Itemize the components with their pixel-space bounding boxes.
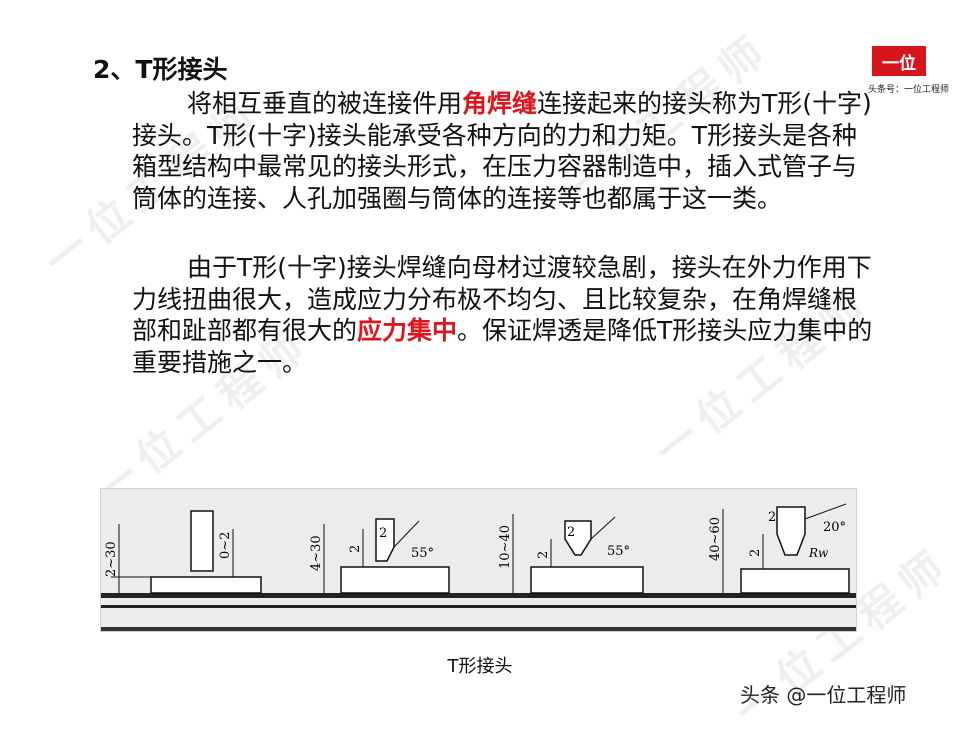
- paragraph-1-text-a: 将相互垂直的被连接件用: [187, 89, 463, 118]
- paragraph-2-text-a: 由于T形(十字)接头焊缝向母材过渡较急剧，接头在外力作用下力线扭曲很大，造成应力…: [132, 253, 872, 345]
- ground-band: [101, 605, 856, 608]
- joint-1: 2~30 0~2: [104, 510, 262, 594]
- dim-thickness-4: 40~60: [708, 517, 723, 561]
- base-plate: [740, 568, 850, 594]
- dim-thickness-1: 2~30: [104, 541, 119, 577]
- brand-logo-subtitle: 头条号：一位工程师: [868, 85, 950, 95]
- bevel-line: [804, 503, 847, 520]
- ground-band: [101, 593, 856, 598]
- dim-gap-1: 0~2: [218, 532, 233, 559]
- base-plate: [340, 566, 450, 594]
- base-plate: [150, 576, 262, 594]
- bevel-line: [393, 520, 420, 548]
- dim-gap-2: 2: [379, 526, 387, 541]
- dim-root-3: 2: [536, 551, 551, 559]
- joint-2: 4~30 2 2 55°: [309, 518, 450, 594]
- dim-thickness-2: 4~30: [309, 535, 324, 571]
- dim-root-2: 2: [348, 545, 363, 553]
- paragraph-2: 由于T形(十字)接头焊缝向母材过渡较急剧，接头在外力作用下力线扭曲很大，造成应力…: [132, 252, 877, 378]
- t-joint-figure: 2~30 0~2 4~30 2 2 55° 10~40 2 2 55°: [100, 488, 857, 632]
- web-plate: [190, 510, 214, 572]
- highlight-fillet-weld: 角焊缝: [462, 89, 538, 118]
- dim-gap-4: 2: [768, 510, 776, 525]
- footer-attribution: 头条 @一位工程师: [740, 683, 907, 707]
- paragraph-1-text-b: 连接起来的接头称为T形(十字)接头。T形(十字)接头能承受各种方向的力和力矩。T…: [132, 89, 872, 213]
- paragraph-1: 将相互垂直的被连接件用角焊缝连接起来的接头称为T形(十字)接头。T形(十字)接头…: [132, 88, 877, 214]
- joint-3: 10~40 2 2 55°: [498, 514, 644, 594]
- t-joint-diagram: 2~30 0~2 4~30 2 2 55° 10~40 2 2 55°: [101, 503, 856, 631]
- angle-3: 55°: [607, 544, 630, 559]
- radius-4: Rw: [808, 546, 829, 560]
- angle-4: 20°: [823, 520, 846, 535]
- web-plate: [375, 518, 395, 562]
- section-heading: 2、T形接头: [93, 55, 228, 84]
- web-plate: [776, 506, 806, 556]
- highlight-stress-concentration: 应力集中: [357, 316, 458, 345]
- bevel-line: [590, 516, 616, 540]
- dim-thickness-3: 10~40: [498, 525, 513, 569]
- dim-gap-3: 2: [567, 525, 575, 540]
- figure-caption: T形接头: [447, 656, 513, 677]
- base-plate: [530, 566, 644, 594]
- joint-4: 40~60 2 2 20° Rw: [708, 503, 850, 594]
- angle-2: 55°: [411, 546, 434, 561]
- brand-logo: 一位: [872, 46, 926, 76]
- dim-root-4: 2: [748, 549, 763, 557]
- ground-band: [101, 627, 856, 631]
- paragraph-2-text-b: 。保证焊透是降低T形接头应力集中的重要措施之一。: [132, 316, 873, 377]
- web-plate: [564, 520, 592, 556]
